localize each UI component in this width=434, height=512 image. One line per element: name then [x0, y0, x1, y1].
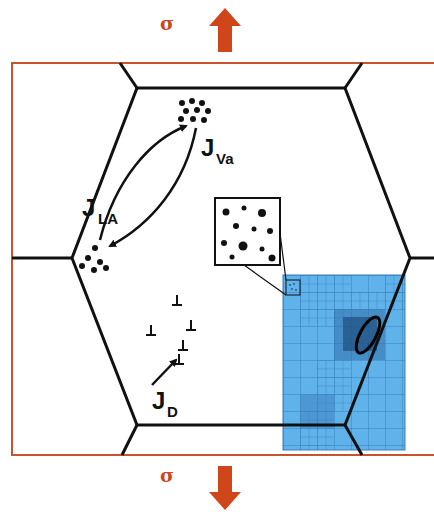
vacancy-cluster: [79, 98, 211, 273]
grain-boundary: [12, 63, 434, 455]
flux-symbol: J: [82, 196, 95, 220]
flux-symbol: J: [201, 136, 214, 160]
flux-subscript: Va: [216, 151, 234, 166]
stress-arrow: [209, 8, 241, 52]
specimen-frame: [12, 63, 434, 455]
stress-arrow: [209, 466, 241, 510]
stress-label: σ: [160, 14, 174, 33]
stress-label: σ: [160, 466, 174, 485]
flux-symbol: J: [152, 389, 165, 413]
flux-subscript: D: [167, 404, 178, 419]
flux-arrow: [152, 360, 176, 385]
flux-arrow: [110, 128, 196, 246]
flux-subscript: LA: [98, 211, 118, 226]
precipitate-inset: [215, 198, 300, 295]
dislocation-symbol: [146, 295, 196, 364]
